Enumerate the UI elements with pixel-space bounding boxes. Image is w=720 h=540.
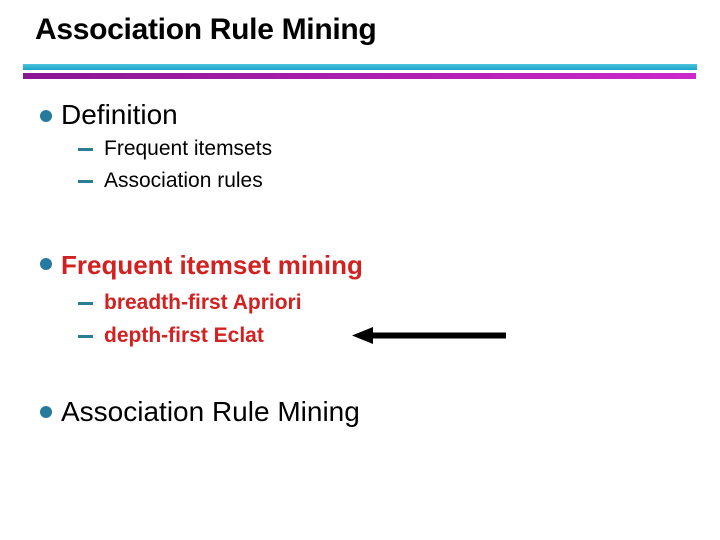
bullet-item-definition: Definition bbox=[61, 99, 178, 130]
circle-bullet-icon bbox=[40, 258, 52, 270]
sub-bullet-association-rules: Association rules bbox=[78, 169, 263, 193]
bullet-item-association-rule-mining: Association Rule Mining bbox=[61, 396, 360, 427]
dash-bullet-icon bbox=[78, 301, 93, 305]
sub-bullet-label: Association rules bbox=[104, 169, 263, 192]
slide-title: Association Rule Mining bbox=[35, 13, 377, 46]
bullet-item-frequent-itemset-mining: Frequent itemset mining bbox=[61, 250, 363, 280]
dash-bullet-icon bbox=[78, 179, 93, 183]
sub-bullet-label: Frequent itemsets bbox=[104, 137, 273, 160]
sub-bullet-frequent-itemsets: Frequent itemsets bbox=[78, 137, 272, 161]
circle-bullet-icon bbox=[40, 406, 52, 418]
circle-bullet-icon bbox=[40, 110, 52, 122]
divider-magenta-line bbox=[23, 73, 696, 79]
divider-cyan-line bbox=[23, 64, 697, 70]
dash-bullet-icon bbox=[78, 147, 93, 151]
sub-bullet-breadth-first-apriori: breadth-first Apriori bbox=[78, 291, 302, 315]
left-arrow-icon bbox=[352, 327, 506, 344]
sub-bullet-label: depth-first Eclat bbox=[104, 324, 264, 347]
dash-bullet-icon bbox=[78, 334, 93, 338]
sub-bullet-depth-first-eclat: depth-first Eclat bbox=[78, 324, 264, 348]
sub-bullet-label: breadth-first Apriori bbox=[104, 291, 302, 314]
